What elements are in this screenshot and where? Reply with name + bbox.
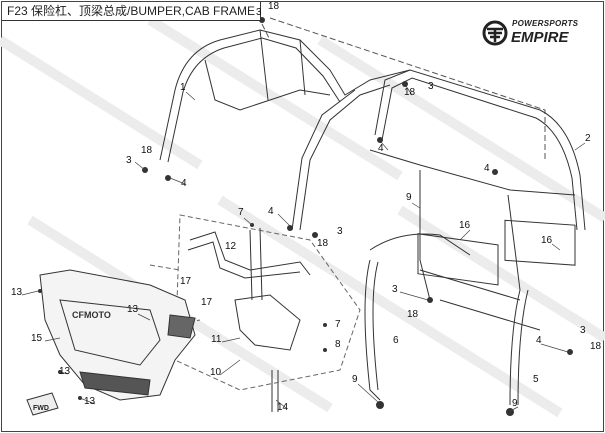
callout-label: 13 <box>127 304 139 315</box>
callout-label: 3 <box>337 226 343 237</box>
logo-line1: POWERSPORTS <box>512 19 579 28</box>
callout-label: 8 <box>335 339 341 350</box>
callout-label: 18 <box>268 1 280 12</box>
callout-label: 10 <box>210 367 222 378</box>
callout-label: 3 <box>126 155 132 166</box>
callout-label: 14 <box>277 402 289 413</box>
callout-label: 18 <box>404 87 416 98</box>
bumper-badge: CFMOTO <box>72 310 111 320</box>
callout-label: 16 <box>459 220 471 231</box>
callout-label: 11 <box>211 334 222 345</box>
callout-label: 17 <box>180 276 192 287</box>
leader-lines <box>21 85 586 412</box>
callout-label: 7 <box>238 207 244 218</box>
callout-label: 5 <box>533 374 539 385</box>
cab-frame-front <box>159 29 411 231</box>
callout-label: 1 <box>180 82 186 93</box>
logo-line2: EMPIRE <box>511 29 569 46</box>
callout-label: 3 <box>392 284 398 295</box>
callout-label: 9 <box>406 192 412 203</box>
bumper-bracket <box>187 227 311 412</box>
callout-label: 4 <box>268 206 274 217</box>
front-bumper: CFMOTO <box>39 269 196 401</box>
callout-label: 13 <box>59 366 71 377</box>
callout-label: 4 <box>484 163 490 174</box>
callout-label: 3 <box>256 7 262 18</box>
svg-text:FWD: FWD <box>33 405 49 412</box>
callout-label: 6 <box>393 335 399 346</box>
callout-label: 7 <box>335 319 341 330</box>
callout-label: 18 <box>590 341 602 352</box>
callout-label: 2 <box>585 133 591 144</box>
callout-label: 9 <box>352 374 358 385</box>
callout-label: 4 <box>536 335 542 346</box>
callout-label: 13 <box>11 287 23 298</box>
callout-label: 12 <box>225 241 237 252</box>
assembly-guide-line <box>261 17 546 160</box>
callout-label: 4 <box>378 143 384 154</box>
callout-label: 18 <box>141 145 153 156</box>
callout-label: 4 <box>181 178 187 189</box>
brand-logo: POWERSPORTS EMPIRE <box>482 18 602 48</box>
callout-label: 17 <box>201 297 213 308</box>
callout-label: 13 <box>84 396 96 407</box>
assembly-guide-line <box>174 214 361 391</box>
callout-label: 16 <box>541 235 553 246</box>
page-title: F23 保险杠、顶梁总成/BUMPER,CAB FRAME <box>2 2 262 21</box>
empire-wing-icon <box>482 20 508 46</box>
callout-label: 9 <box>512 398 518 409</box>
rear-cage <box>364 69 586 406</box>
callout-label: 18 <box>407 309 419 320</box>
callout-label: 3 <box>428 81 434 92</box>
callout-label: 3 <box>580 325 586 336</box>
callout-label: 15 <box>31 333 43 344</box>
fwd-arrow: FWD <box>26 392 59 416</box>
callout-label: 18 <box>317 238 329 249</box>
